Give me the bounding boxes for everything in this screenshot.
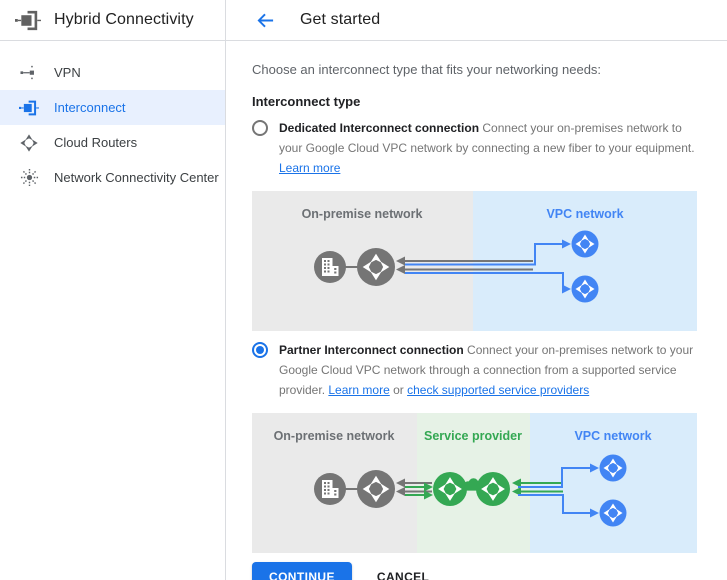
sidebar-item-cloud-routers[interactable]: Cloud Routers (0, 125, 225, 160)
back-button[interactable] (253, 8, 277, 32)
actions-bar: CONTINUE CANCEL (252, 562, 697, 580)
option-partner-interconnect: Partner Interconnect connection Connect … (252, 340, 697, 400)
arrow-left-icon (257, 13, 273, 27)
sidebar-title: Hybrid Connectivity (54, 11, 194, 28)
cancel-button[interactable]: CANCEL (377, 570, 429, 580)
panel-label: Service provider (424, 429, 522, 443)
cloud-router-icon (571, 275, 599, 303)
cloud-router-icon (599, 454, 627, 482)
sidebar-item-label: Cloud Routers (54, 135, 138, 150)
main-header: Get started (226, 0, 727, 41)
continue-button[interactable]: CONTINUE (252, 562, 352, 580)
network-connectivity-center-icon (19, 168, 39, 188)
on-premise-building-icon (314, 251, 346, 283)
cloud-router-icon (571, 230, 599, 258)
interconnect-type-label: Interconnect type (252, 94, 361, 109)
option-dedicated-interconnect: Dedicated Interconnect connection Connec… (252, 118, 697, 178)
sidebar-item-vpn[interactable]: VPN (0, 55, 225, 90)
hybrid-connectivity-icon (15, 9, 41, 32)
cloud-routers-icon (19, 133, 39, 153)
get-started-content: Choose an interconnect type that fits yo… (226, 41, 727, 580)
panel-label: VPC network (574, 429, 651, 443)
provider-router-icon (433, 472, 467, 506)
radio-partner-interconnect[interactable] (252, 342, 268, 358)
page-title: Get started (300, 11, 381, 28)
panel-label: On-premise network (274, 429, 395, 443)
dedicated-learn-more-link[interactable]: Learn more (279, 161, 341, 175)
cloud-router-icon (599, 499, 627, 527)
partner-learn-more-link[interactable]: Learn more (328, 383, 390, 397)
sidebar-nav: VPN Interconnect Cloud Routers (0, 41, 225, 195)
on-premise-router-icon (357, 248, 395, 286)
supported-providers-link[interactable]: check supported service providers (407, 383, 590, 397)
panel-label: On-premise network (302, 207, 423, 221)
sidebar: Hybrid Connectivity VPN (0, 0, 226, 580)
main-panel: Get started Choose an interconnect type … (226, 0, 727, 580)
sidebar-item-interconnect[interactable]: Interconnect (0, 90, 225, 125)
intro-text: Choose an interconnect type that fits yo… (252, 62, 602, 77)
sidebar-item-label: VPN (54, 65, 81, 80)
sidebar-item-label: Network Connectivity Center (54, 170, 219, 185)
on-premise-building-icon (314, 473, 346, 505)
on-premise-links (403, 260, 533, 271)
option-dedicated-text: Dedicated Interconnect connection Connec… (279, 118, 697, 178)
radio-dedicated-interconnect[interactable] (252, 120, 268, 136)
interconnect-icon (19, 98, 39, 118)
on-premise-router-icon (357, 470, 395, 508)
option-description: Connect your on-premises network to your… (279, 121, 695, 155)
option-description: Connect your on-premises network to your… (279, 343, 694, 397)
option-title: Dedicated Interconnect connection (279, 121, 480, 135)
vpn-icon (19, 63, 39, 83)
provider-router-icon (476, 472, 510, 506)
option-partner-text: Partner Interconnect connection Connect … (279, 340, 697, 400)
or-text: or (393, 383, 404, 397)
sidebar-item-network-connectivity-center[interactable]: Network Connectivity Center (0, 160, 225, 195)
panel-label: VPC network (546, 207, 623, 221)
sidebar-header: Hybrid Connectivity (0, 0, 225, 41)
partner-interconnect-diagram: On-premise network Service provider VPC … (252, 413, 697, 553)
dedicated-interconnect-diagram: On-premise network VPC network (252, 191, 697, 331)
sidebar-item-label: Interconnect (54, 100, 126, 115)
option-title: Partner Interconnect connection (279, 343, 464, 357)
